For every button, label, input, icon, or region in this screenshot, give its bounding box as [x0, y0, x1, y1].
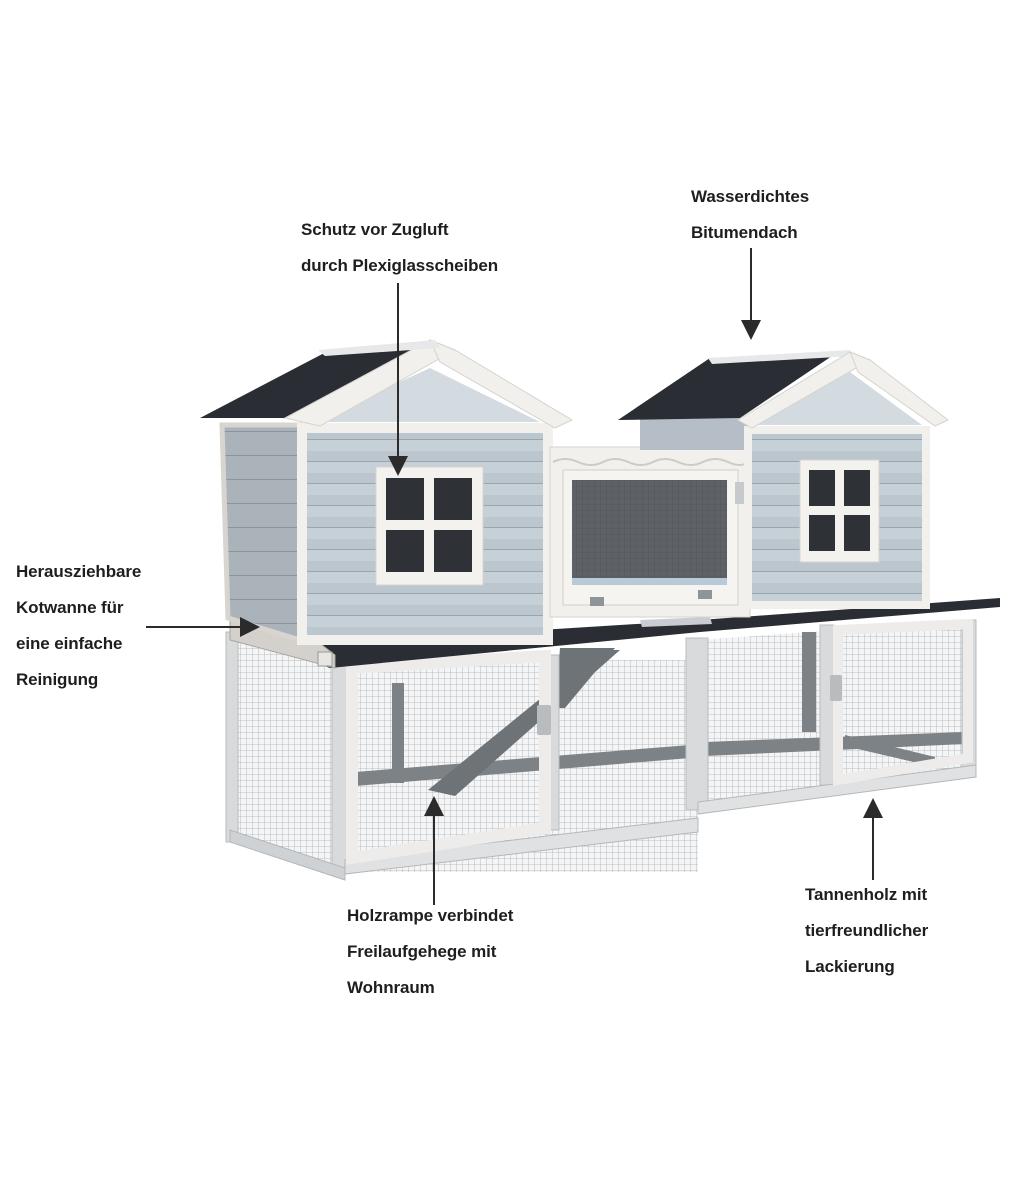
right-window: [799, 459, 880, 563]
annotation-line: Tannenholz mit: [805, 885, 927, 904]
annotation-line: eine einfache: [16, 634, 123, 653]
annotation-line: Holzrampe verbindet: [347, 906, 514, 925]
annotation-line: Wasserdichtes: [691, 187, 810, 206]
annotation-line: Schutz vor Zugluft: [301, 220, 449, 239]
annotation-arrows: [146, 248, 883, 905]
annotation-holz: Tannenholz mit tierfreundlicher Lackieru…: [805, 877, 928, 985]
house-left: [200, 339, 574, 645]
run-door-left: [346, 649, 551, 866]
left-window: [375, 466, 484, 586]
right-roof: [618, 350, 855, 420]
annotation-line: Reinigung: [16, 670, 99, 689]
annotation-plexiglas: Schutz vor Zugluft durch Plexiglasscheib…: [301, 212, 498, 284]
annotation-line: Herausziehbare: [16, 562, 142, 581]
annotation-line: Bitumendach: [691, 223, 798, 242]
house-middle: [549, 446, 751, 618]
annotation-line: Kotwanne für: [16, 598, 124, 617]
annotation-rampe: Holzrampe verbindet Freilaufgehege mit W…: [347, 898, 513, 1006]
annotation-kotwanne: Herausziehbare Kotwanne für eine einfach…: [16, 554, 141, 698]
annotation-line: Freilaufgehege mit: [347, 942, 497, 961]
annotation-line: Lackierung: [805, 957, 895, 976]
annotation-line: tierfreundlicher: [805, 921, 929, 940]
house-right: [618, 350, 949, 609]
run-door-right: [830, 618, 973, 786]
run-roof: [300, 598, 1000, 668]
annotation-line: Wohnraum: [347, 978, 435, 997]
annotation-dach: Wasserdichtes Bitumendach: [691, 179, 809, 251]
run-enclosure: [225, 618, 977, 881]
annotation-line: durch Plexiglasscheiben: [301, 256, 499, 275]
ramp: [428, 648, 620, 796]
